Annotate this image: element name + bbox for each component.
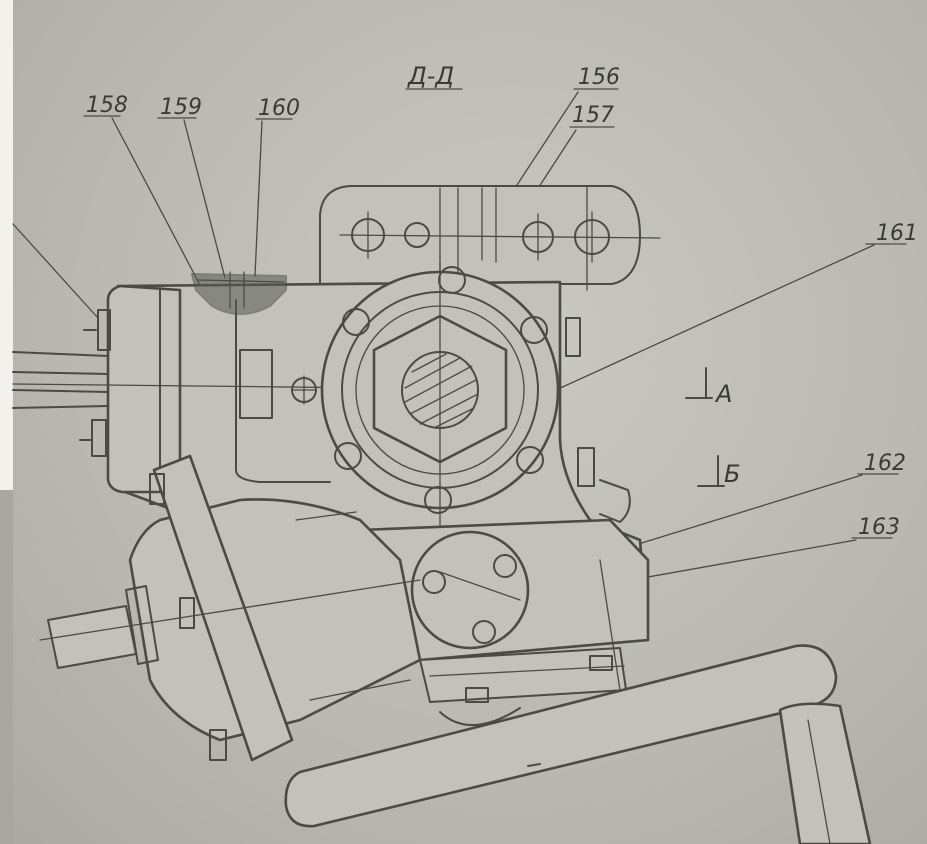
callout-156: 156 — [578, 65, 620, 90]
bolt-head-icon — [493, 554, 517, 578]
inspection-cover — [410, 530, 530, 650]
callout-160: 160 — [258, 96, 300, 121]
bolt-head-icon — [472, 620, 496, 644]
left-flange — [79, 284, 182, 494]
bolt-head-icon — [520, 316, 548, 344]
motor-shaft — [47, 605, 137, 669]
bolt-head-icon — [424, 486, 452, 514]
callout-158: 158 — [86, 93, 128, 118]
page-edge-strip-lower — [0, 490, 13, 844]
view-marker-b: Б — [697, 455, 740, 488]
callout-162: 162 — [864, 451, 906, 476]
page-edge-strip — [0, 0, 13, 490]
sectioned-cap — [191, 271, 287, 315]
bolt-head-icon — [334, 442, 362, 470]
section-label: Д-Д — [407, 62, 454, 90]
side-bolts — [565, 317, 631, 523]
round-flange — [320, 261, 560, 531]
callout-157: 157 — [572, 103, 614, 128]
view-marker-b-text: Б — [724, 460, 740, 488]
tilted-motor — [39, 454, 422, 762]
shaft-hatching — [404, 353, 479, 429]
bolt-head-icon — [438, 266, 466, 294]
callout-163: 163 — [858, 515, 900, 540]
mounting-bracket — [319, 185, 661, 291]
callout-159: 159 — [160, 95, 202, 120]
crank-grip — [778, 702, 872, 844]
callout-161: 161 — [876, 221, 918, 246]
crank-handle — [284, 559, 872, 844]
view-marker-a-text: А — [714, 380, 732, 408]
bolt-head-icon — [342, 308, 370, 336]
torn-edge — [439, 707, 521, 726]
bolt-head-icon — [516, 446, 544, 474]
view-marker-a: А — [685, 367, 732, 408]
housing-boss — [239, 349, 273, 419]
bolt-head-icon — [422, 570, 446, 594]
